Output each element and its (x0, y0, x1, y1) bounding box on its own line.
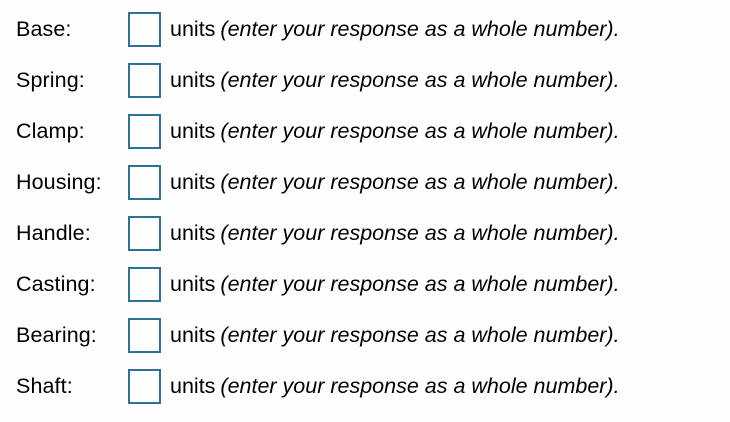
row-suffix: units(enter your response as a whole num… (170, 118, 620, 143)
whole-number-hint: (enter your response as a whole number). (220, 169, 620, 194)
whole-number-hint: (enter your response as a whole number). (220, 220, 620, 245)
answer-input-casting[interactable] (128, 267, 161, 302)
row-label-clamp: Clamp: (16, 118, 85, 143)
answer-input-shaft[interactable] (128, 369, 161, 404)
whole-number-hint: (enter your response as a whole number). (220, 118, 620, 143)
answer-input-bearing[interactable] (128, 318, 161, 353)
row-label-shaft: Shaft: (16, 373, 73, 398)
whole-number-hint: (enter your response as a whole number). (220, 322, 620, 347)
answer-row-shaft: Shaft: units(enter your response as a wh… (0, 361, 730, 412)
answer-row-casting: Casting: units(enter your response as a … (0, 259, 730, 310)
answer-row-spring: Spring: units(enter your response as a w… (0, 55, 730, 106)
row-label-spring: Spring: (16, 67, 85, 92)
answer-form: Base: units(enter your response as a who… (0, 4, 730, 412)
whole-number-hint: (enter your response as a whole number). (220, 16, 620, 41)
row-label-bearing: Bearing: (16, 322, 97, 347)
row-suffix: units(enter your response as a whole num… (170, 169, 620, 194)
row-suffix: units(enter your response as a whole num… (170, 373, 620, 398)
units-label: units (170, 67, 216, 92)
row-label-casting: Casting: (16, 271, 96, 296)
answer-input-clamp[interactable] (128, 114, 161, 149)
whole-number-hint: (enter your response as a whole number). (220, 373, 620, 398)
units-label: units (170, 322, 216, 347)
units-label: units (170, 373, 216, 398)
whole-number-hint: (enter your response as a whole number). (220, 67, 620, 92)
units-label: units (170, 271, 216, 296)
units-label: units (170, 220, 216, 245)
row-label-housing: Housing: (16, 169, 102, 194)
answer-row-clamp: Clamp: units(enter your response as a wh… (0, 106, 730, 157)
answer-input-spring[interactable] (128, 63, 161, 98)
row-suffix: units(enter your response as a whole num… (170, 220, 620, 245)
units-label: units (170, 118, 216, 143)
answer-row-housing: Housing: units(enter your response as a … (0, 157, 730, 208)
row-suffix: units(enter your response as a whole num… (170, 67, 620, 92)
row-suffix: units(enter your response as a whole num… (170, 322, 620, 347)
answer-input-base[interactable] (128, 12, 161, 47)
answer-input-housing[interactable] (128, 165, 161, 200)
units-label: units (170, 16, 216, 41)
answer-input-handle[interactable] (128, 216, 161, 251)
answer-row-handle: Handle: units(enter your response as a w… (0, 208, 730, 259)
whole-number-hint: (enter your response as a whole number). (220, 271, 620, 296)
row-label-base: Base: (16, 16, 72, 41)
units-label: units (170, 169, 216, 194)
row-suffix: units(enter your response as a whole num… (170, 16, 620, 41)
row-label-handle: Handle: (16, 220, 91, 245)
answer-row-base: Base: units(enter your response as a who… (0, 4, 730, 55)
row-suffix: units(enter your response as a whole num… (170, 271, 620, 296)
answer-row-bearing: Bearing: units(enter your response as a … (0, 310, 730, 361)
